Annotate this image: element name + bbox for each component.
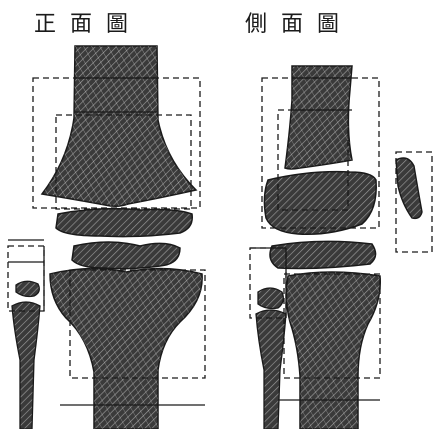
- side-patella: [396, 158, 422, 218]
- front-tibial-plateau: [72, 242, 180, 269]
- side-fibula-head: [258, 288, 283, 309]
- front-fibula-head: [16, 281, 39, 296]
- side-view: [250, 66, 432, 429]
- side-femur-condyle: [264, 172, 376, 235]
- front-view: [8, 46, 205, 429]
- front-field-fibula: [8, 246, 44, 311]
- side-fibula: [256, 310, 286, 429]
- front-patella: [56, 209, 192, 237]
- front-fibula: [12, 302, 40, 429]
